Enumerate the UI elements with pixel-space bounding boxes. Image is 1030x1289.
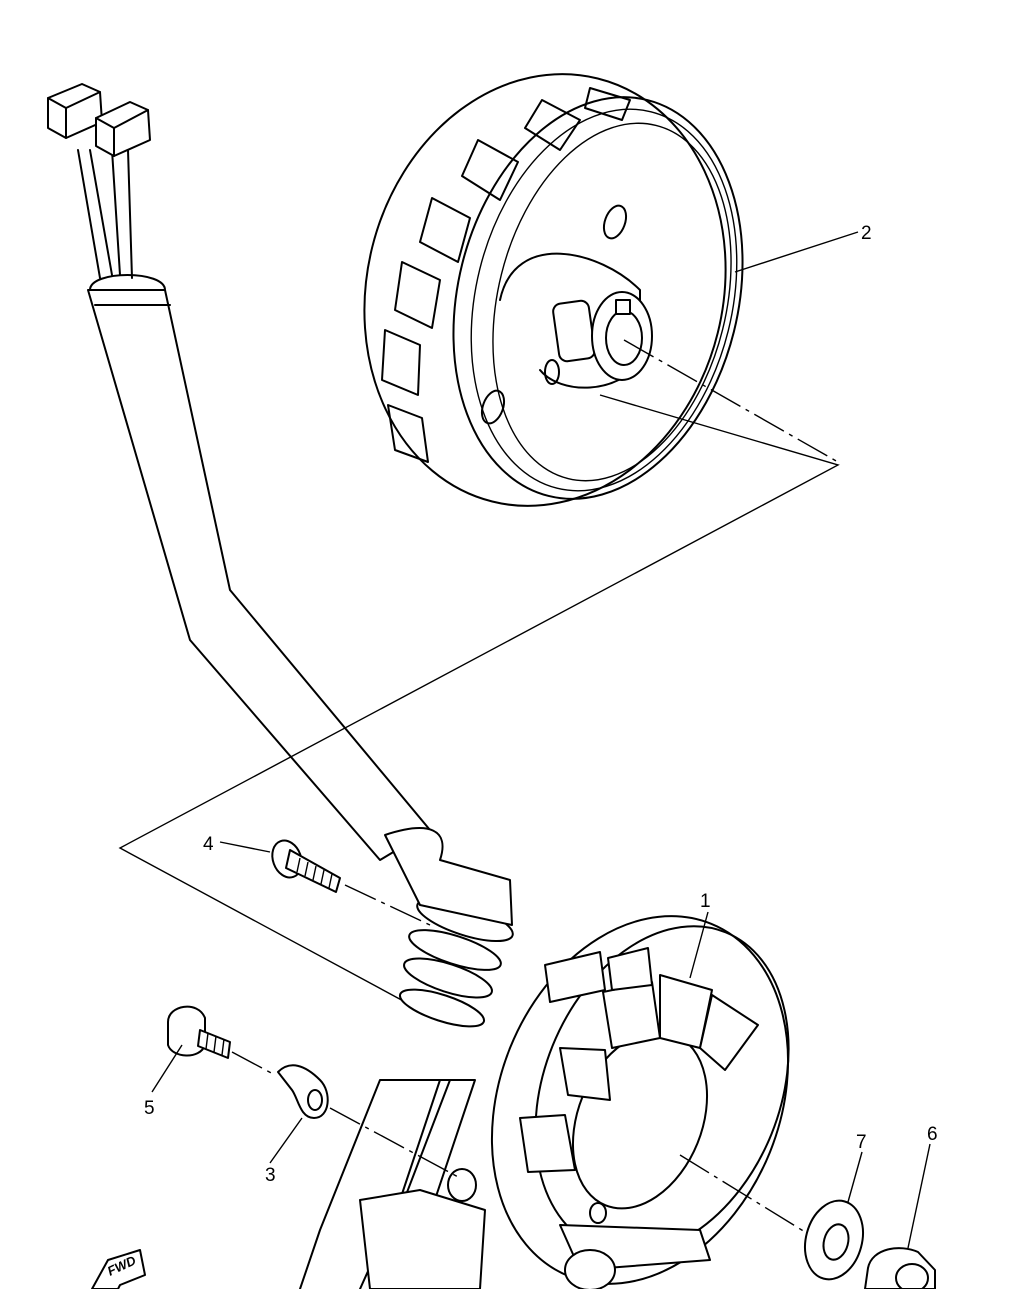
callout-5: 5 <box>144 1098 155 1119</box>
callout-leaders <box>151 231 931 1249</box>
assembly-outline <box>118 394 840 1011</box>
callout-3: 3 <box>265 1165 276 1186</box>
clamp-3-axis-line <box>329 1107 461 1179</box>
connector-plug-right <box>95 101 151 157</box>
harness-grommet <box>384 827 514 1028</box>
rotor-flywheel <box>363 73 839 507</box>
center-axis-line <box>679 1154 806 1233</box>
screw-4-axis-line <box>344 884 431 926</box>
callout-1: 1 <box>700 891 711 912</box>
washer-part-7 <box>679 1154 864 1281</box>
wire-harness <box>47 83 514 1028</box>
callout-4: 4 <box>203 834 214 855</box>
nut-part-6 <box>864 1247 936 1289</box>
callout-7: 7 <box>856 1132 867 1153</box>
rotor-axis-line <box>623 339 839 463</box>
callout-6: 6 <box>927 1124 938 1145</box>
connector-plug-left <box>47 83 103 139</box>
clamp-part-3 <box>277 1064 461 1179</box>
rotor-hub <box>480 204 653 425</box>
stator-coils <box>519 947 759 1173</box>
screw-part-4 <box>271 839 431 926</box>
callout-labels: 1 2 3 4 5 6 7 <box>144 223 938 1186</box>
rotor-magnet-windows <box>381 87 631 463</box>
bolt-part-5 <box>167 1005 276 1076</box>
forward-arrow-icon: FWD <box>91 1249 146 1289</box>
callout-2: 2 <box>861 223 872 244</box>
stator-assembly <box>299 915 790 1289</box>
bolt-5-axis-line <box>231 1051 276 1076</box>
